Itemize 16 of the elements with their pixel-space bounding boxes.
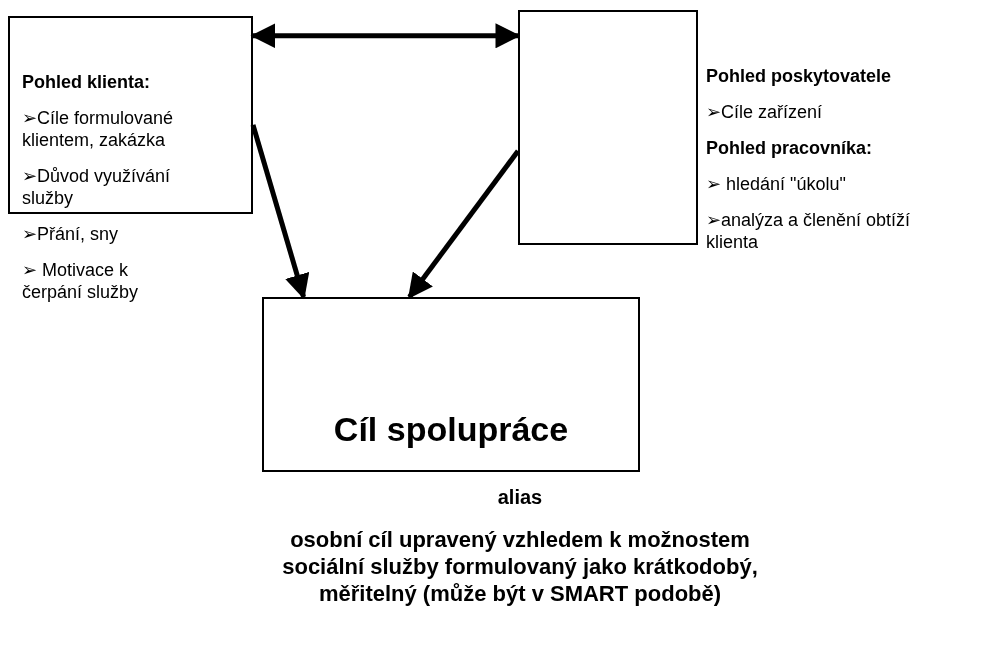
heading-text: Cíl spolupráce <box>332 409 570 449</box>
bullet-item: ➢Důvod využívání služby <box>22 165 172 209</box>
bullet-item: ➢Přání, sny <box>22 223 120 245</box>
heading-text: Pohled pracovníka: <box>706 137 874 159</box>
arrow <box>250 124 310 300</box>
arrow <box>250 23 521 49</box>
bullet-item: ➢Cíle zařízení <box>706 101 824 123</box>
description-text: osobní cíl upravený vzhledem k možnostem sociální služby formulovaný jako krátkodobý, měřitelný (může být v SMART podobě) <box>281 526 759 607</box>
heading-text: Pohled klienta: <box>22 71 152 93</box>
bullet-item: ➢Cíle formulované klientem, zakázka <box>22 107 175 151</box>
heading-text: Pohled poskytovatele <box>706 65 893 87</box>
bullet-item: ➢analýza a členění obtíží klienta <box>706 209 912 253</box>
bullet-item: ➢ hledání "úkolu" <box>706 173 847 195</box>
bullet-item: ➢ Motivace k čerpání služby <box>22 259 140 303</box>
subtitle-text: alias <box>496 485 544 510</box>
arrow <box>407 149 520 299</box>
